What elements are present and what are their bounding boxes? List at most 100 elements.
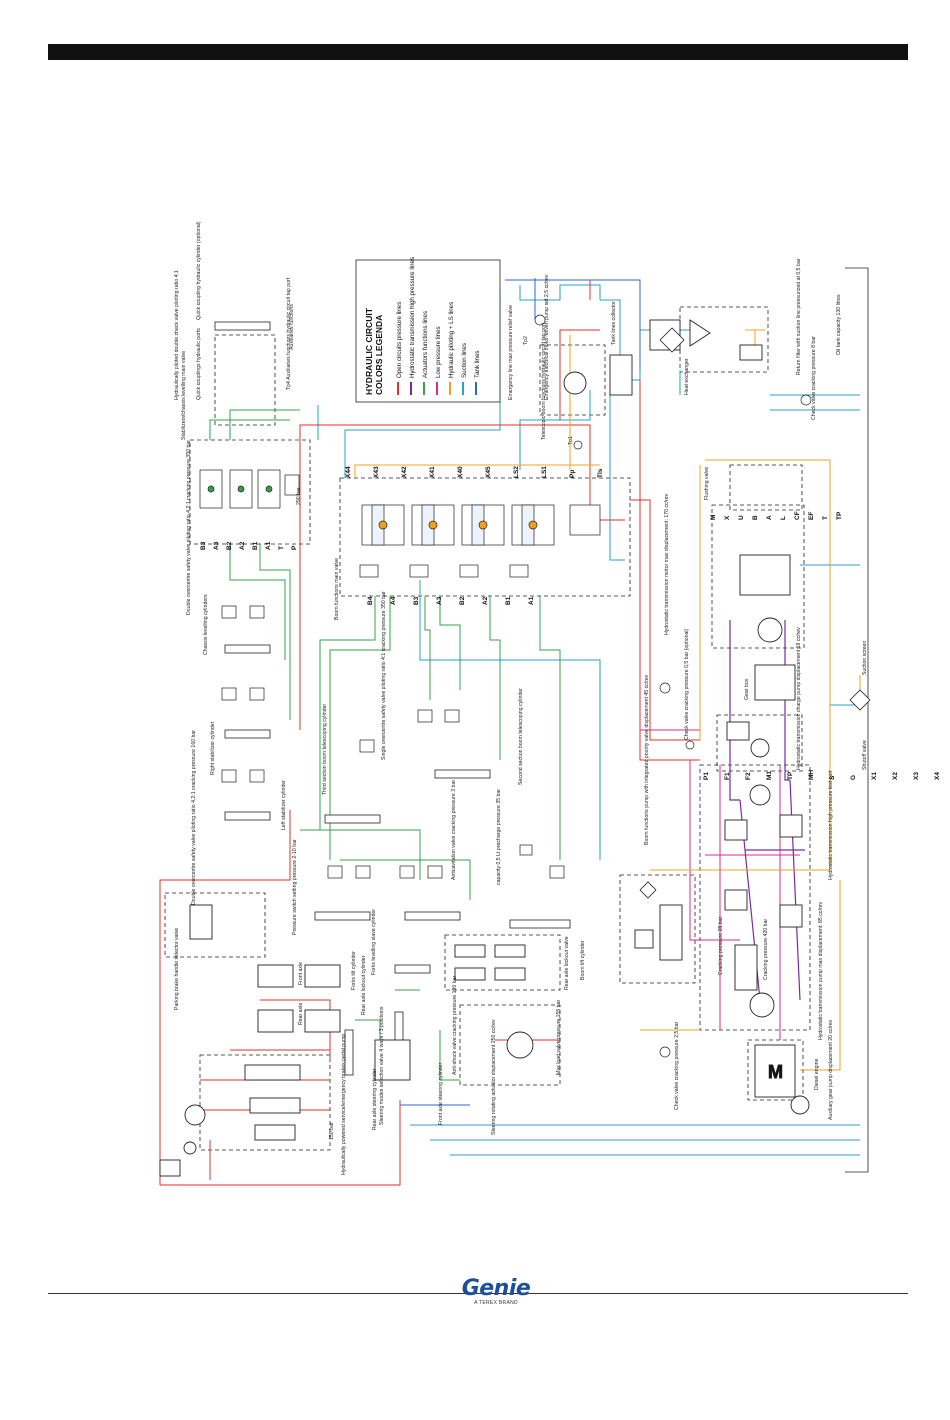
port-label: B2	[226, 541, 233, 550]
port-label: B3	[200, 541, 207, 550]
label-anticavitation: Anticavitation valve cracking pressure 3…	[451, 780, 457, 880]
stabilizer-valve-spools	[199, 469, 300, 509]
label-diesel-engine: Diesel engine	[814, 1058, 820, 1090]
stabilizers-valve-frame	[189, 439, 311, 545]
port-label: P1	[703, 772, 710, 780]
boom-valve-spools	[359, 504, 601, 578]
port-label: F2	[745, 772, 752, 780]
second-section-cylinder	[434, 769, 491, 779]
label-quick-coupling-cyl: Quick coupling hydraulic cylinder (optio…	[196, 221, 202, 320]
port-label: EF	[808, 512, 815, 520]
label-forks-tilt: Forks tilt cylinder	[351, 951, 357, 990]
port-label: F1	[724, 772, 731, 780]
label-left-stabilizer: Left stabilizer cylinder	[281, 780, 287, 830]
left-stabilizer-cylinder	[224, 811, 271, 821]
label-steering-rotating: Steering rotating actuator displacement …	[491, 1019, 497, 1135]
rear-axle-lockout-cylinder	[394, 964, 431, 974]
label-gear-box: Gear box	[744, 678, 750, 700]
port-label: TP	[836, 511, 843, 520]
label-shutoff-valve: Shutoff valve	[862, 740, 868, 770]
label-tp4-label: Tp4 Auxiliaries functions hydraulic circ…	[286, 277, 292, 390]
label-rear-axle-lockout-valve: Rear axle lockout valve	[564, 936, 570, 990]
right-stabilizer-cylinder	[224, 729, 271, 739]
label-anti-shock: Anti-shock valve cracking pressure 190 b…	[452, 976, 458, 1075]
label-charge-pressure: Hydrostatic transmission high pressure t…	[828, 770, 834, 880]
port-label: X45	[485, 466, 492, 478]
label-auxiliaries: Auxiliaries functions	[289, 304, 295, 350]
port-label: LS1	[541, 466, 548, 478]
overcentre-valves	[221, 605, 565, 879]
port-label: G	[850, 775, 857, 780]
label-parking-brake: Parking brake handle selector valve	[174, 928, 180, 1010]
label-bar-150: 150 bar	[329, 1122, 335, 1140]
oil-tank	[845, 267, 869, 1173]
label-emergency-pump: Emergency electrical motor-driven pump s…	[544, 274, 550, 400]
label-rear-axle-steering: Rear axle steering cylinder	[372, 1068, 378, 1130]
port-label: TP	[787, 771, 794, 780]
filters	[639, 327, 871, 899]
port-label: A4	[390, 596, 397, 605]
pump-group-frame	[699, 764, 811, 1031]
label-boom-functions-valve: Boom functions main valve	[334, 558, 340, 620]
component-frames	[164, 306, 811, 1151]
port-label: X4	[934, 772, 941, 780]
legend-item: Hydraulic piloting + LS lines	[448, 302, 455, 395]
hydrostatic-motor-symbol	[757, 617, 783, 643]
header-bar	[48, 44, 908, 60]
pumps-motors	[183, 371, 810, 1155]
color-legend: HYDRAULIC CIRCUIT COLORS LEGENDA Open ci…	[355, 257, 501, 403]
legend-label: Hydrostatic transmission high pressure l…	[409, 257, 416, 378]
label-hydrostatic-pump: Hydrostatic transmission pump max displa…	[818, 901, 824, 1040]
port-label: X42	[401, 466, 408, 478]
port-label: T	[278, 546, 285, 550]
port-label: A1	[528, 596, 535, 605]
port-label: A3	[213, 541, 220, 550]
label-single-overcentre: Single overcentre safety valve piloting …	[381, 591, 387, 760]
boom-lift-cylinder	[509, 919, 571, 929]
quick-coupling-cylinder	[214, 321, 271, 331]
port-label: B2	[459, 596, 466, 605]
port-label: X40	[457, 466, 464, 478]
label-front-axle: Front axle	[298, 962, 304, 985]
hydrostatic-motor-frame	[711, 504, 805, 649]
port-label: S	[829, 775, 836, 780]
label-steering-modes: Steering modes selection valve 4 ways / …	[379, 1006, 385, 1125]
legend-item: Actuators functions lines	[422, 311, 429, 395]
port-label: A	[766, 515, 773, 520]
port-label: M	[710, 515, 717, 520]
label-second-section: Second section boom telescoping cylinder	[518, 688, 524, 785]
port-label: B3	[413, 596, 420, 605]
label-rear-axle-lockout: Rear axle lockout cylinder	[361, 955, 367, 1015]
cylinders	[214, 321, 571, 1076]
label-heat-exchanger: Heat exchanger	[684, 358, 690, 395]
legend-title-1: HYDRAULIC CIRCUIT	[364, 307, 374, 395]
check-valves	[534, 314, 812, 1058]
label-tank-lines-collector: Tank lines collector	[611, 301, 617, 345]
label-check-valve-filter: Check valve cracking pressure 8 bar	[811, 336, 817, 420]
boom-pump-symbol	[749, 784, 771, 806]
legend-label: Hydraulic piloting + LS lines	[448, 302, 455, 378]
label-max-load: Max load valve pressure 155 bar	[556, 999, 562, 1075]
footer-rule	[48, 1293, 908, 1294]
quick-couplings-frame	[214, 334, 276, 426]
label-return-filter: Return filter with suction line pressuri…	[796, 258, 802, 375]
port-label: MH	[808, 770, 815, 780]
port-label: LS2	[513, 466, 520, 478]
boom-main-valve-frame	[339, 477, 631, 597]
label-tp1: Tp1	[568, 436, 574, 445]
label-rear-axle: Rear axle	[298, 1003, 304, 1025]
port-label: B1	[505, 596, 512, 605]
steering-frame	[459, 1004, 561, 1086]
label-double-overcentre-160: Double overcentre safety valve piloting …	[191, 730, 197, 905]
label-quick-couplings: Quick couplings hydraulic ports	[196, 328, 202, 400]
label-chassis-levelling: Chassis levelling cylinders	[203, 594, 209, 655]
flushing-valve-frame	[729, 464, 803, 511]
brand-name: Genie	[461, 1276, 531, 1301]
port-label: B1	[252, 541, 259, 550]
label-pressure-switch: Pressure switch setting pressure 2-10 ba…	[292, 839, 298, 935]
port-label: X44	[345, 466, 352, 478]
brand-logo: Genie A TEREX BRAND	[456, 1278, 536, 1307]
label-service-brake: Hydraulically powered service/emergency …	[341, 1034, 347, 1175]
label-forks-levelling: Forks levelling slave cylinder	[371, 909, 377, 975]
